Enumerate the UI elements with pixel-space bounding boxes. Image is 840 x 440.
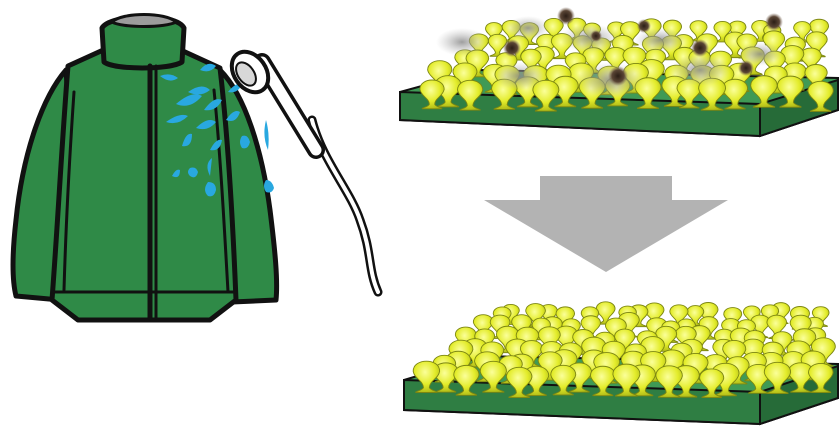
fiber-tuft bbox=[412, 360, 441, 393]
fabric-panel-before bbox=[399, 7, 839, 138]
fiber-tuft bbox=[699, 368, 725, 399]
dirt-particles bbox=[436, 7, 783, 98]
fiber-tuft bbox=[763, 361, 792, 394]
fiber-tuft bbox=[808, 362, 834, 393]
dirt-particle bbox=[557, 7, 575, 25]
shower-head-icon bbox=[229, 49, 383, 297]
fiber-tuft bbox=[457, 79, 484, 111]
dirt-particle bbox=[765, 13, 783, 31]
dirt-particle bbox=[738, 60, 754, 76]
grime-smudge bbox=[560, 24, 620, 52]
fiber-tuft bbox=[698, 77, 727, 111]
fiber-tuft bbox=[807, 80, 834, 112]
fiber-tuft bbox=[453, 364, 480, 396]
grime-smudge bbox=[634, 28, 686, 52]
fiber-tuft bbox=[550, 364, 577, 396]
dirt-particle bbox=[637, 19, 651, 33]
fiber-tuft bbox=[505, 366, 533, 398]
grime-smudge bbox=[494, 62, 546, 90]
fiber-tuft bbox=[722, 78, 749, 110]
fabric-panel-after bbox=[403, 301, 839, 426]
fiber-tuft bbox=[419, 79, 445, 110]
arrow-down-icon bbox=[484, 176, 728, 272]
dirt-particle bbox=[691, 39, 709, 57]
grime-smudge bbox=[506, 16, 550, 40]
jacket-icon bbox=[10, 13, 280, 323]
fiber-tuft bbox=[479, 360, 507, 393]
grime-smudge bbox=[738, 42, 782, 66]
dirt-particle bbox=[503, 39, 521, 57]
fiber-tuft bbox=[750, 75, 778, 108]
fiber-tuft bbox=[532, 79, 560, 112]
fiber-tuft bbox=[612, 363, 641, 397]
grime-smudge bbox=[670, 54, 730, 86]
dirt-particle bbox=[590, 30, 602, 42]
fibers-after bbox=[412, 301, 836, 399]
fiber-tuft bbox=[655, 365, 683, 398]
grime-smudge bbox=[436, 28, 488, 56]
fiber-tuft bbox=[776, 75, 805, 108]
dirt-particle bbox=[608, 66, 628, 86]
